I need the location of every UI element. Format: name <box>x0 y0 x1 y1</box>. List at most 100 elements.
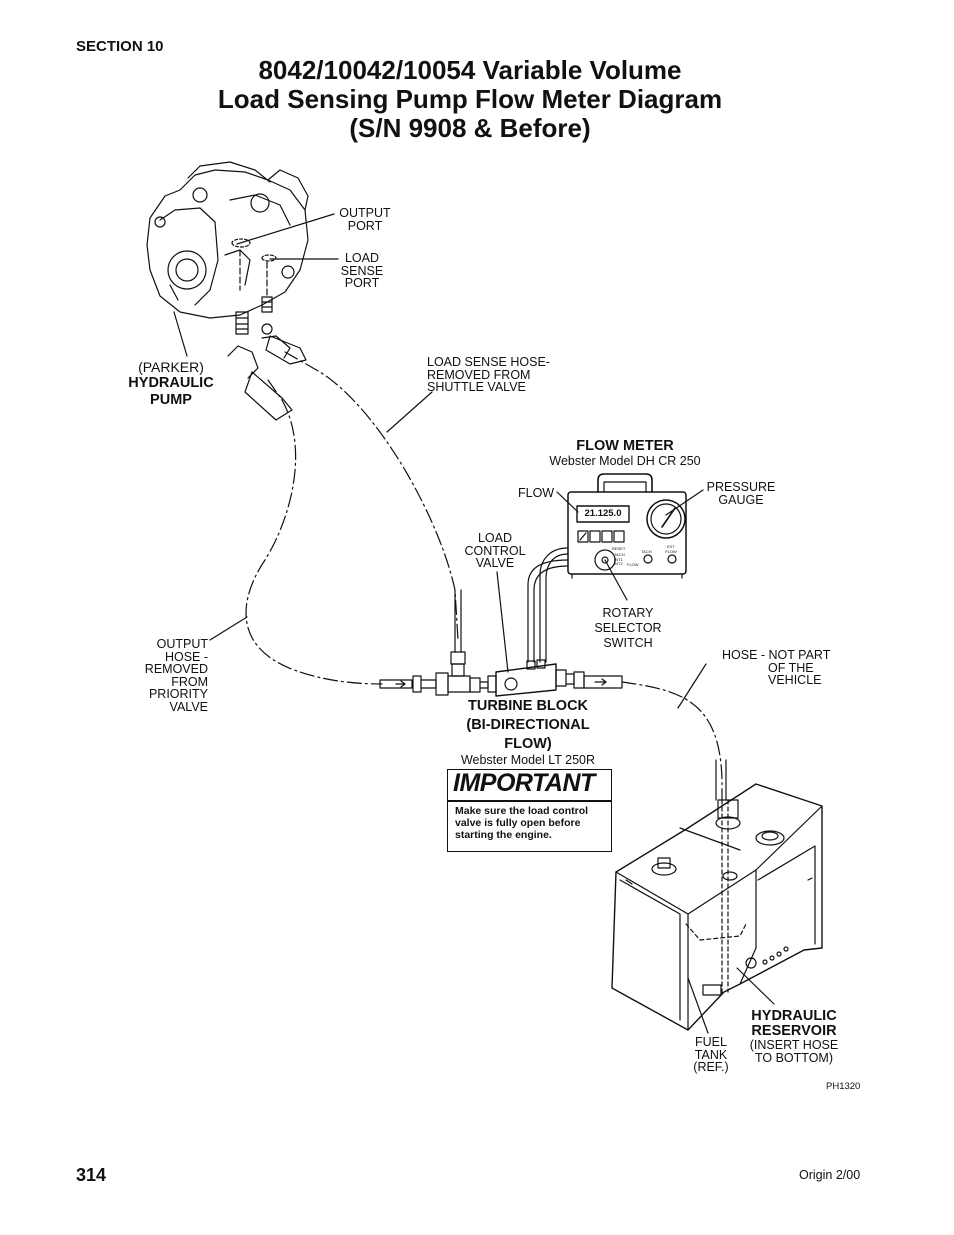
load-sense-port-line-3: PORT <box>344 276 380 290</box>
important-text-line-3: starting the engine. <box>455 828 552 841</box>
turbine-block-label: TURBINE BLOCK (BI-DIRECTIONAL FLOW) Webs… <box>438 697 618 767</box>
load-sense-port-line-1: LOAD <box>344 251 380 265</box>
meter-tach-text: TACH <box>641 549 652 554</box>
flow-meter-label: FLOW METER Webster Model DH CR 250 <box>530 438 720 468</box>
title-line-3: (S/N 9908 & Before) <box>349 113 591 143</box>
hose-not-part-line-3: VEHICLE <box>768 673 822 687</box>
reservoir-leader <box>736 967 775 1005</box>
important-title: IMPORTANT <box>453 769 595 797</box>
rotary-selector-line-2: SELECTOR <box>594 621 662 635</box>
pressure-gauge-label: PRESSURE GAUGE <box>700 481 782 506</box>
rotary-selector-line-3: SWITCH <box>603 636 653 650</box>
output-hose-label: OUTPUT HOSE - REMOVED FROM PRIORITY VALV… <box>120 638 208 713</box>
output-hose-line-6: VALVE <box>169 699 208 714</box>
turbine-block-line-1: TURBINE BLOCK <box>467 698 589 714</box>
turbine-block-line-3: FLOW) <box>504 736 552 752</box>
reservoir-line-1: HYDRAULIC <box>751 1008 837 1024</box>
meter-flow-opt: FLOW <box>627 562 639 567</box>
fuel-tank-leader <box>687 977 709 1034</box>
output-hose-line-5: PRIORITY <box>148 687 208 701</box>
hydraulic-reservoir-label: HYDRAULIC RESERVOIR (INSERT HOSE TO BOTT… <box>742 1009 846 1064</box>
ext-flow-line-2: FLOW <box>665 548 677 554</box>
load-sense-hose-line-1: LOAD SENSE HOSE- <box>427 355 550 369</box>
ref-code: PH1320 <box>826 1081 861 1092</box>
title-line-1: 8042/10042/10054 Variable Volume <box>258 55 682 85</box>
meter-display: 21.125.0 <box>584 508 622 519</box>
fuel-tank-line-2: TANK <box>694 1047 728 1062</box>
load-sense-hose-label: LOAD SENSE HOSE- REMOVED FROM SHUTTLE VA… <box>427 356 550 394</box>
output-hose-line-2: HOSE - <box>164 649 208 664</box>
ext-flow-line-1: EXT <box>667 544 675 549</box>
flow-label: FLOW <box>518 486 555 500</box>
pump-name-line-1: HYDRAULIC <box>128 375 214 391</box>
pressure-gauge-line-2: GAUGE <box>718 492 764 507</box>
output-port-leader <box>236 213 335 245</box>
pump-leader <box>173 311 188 357</box>
fuel-tank-line-1: FUEL <box>695 1035 727 1049</box>
output-hose-line <box>245 379 383 685</box>
pressure-gauge-leader <box>665 489 704 516</box>
reservoir-hose-line <box>621 681 723 801</box>
output-hose-end <box>244 371 293 421</box>
hose-not-part-leader <box>677 663 707 709</box>
hydraulic-pump-label: (PARKER) HYDRAULIC PUMP <box>121 359 221 409</box>
load-sense-hose-line-3: SHUTTLE VALVE <box>427 380 526 394</box>
section-label: SECTION 10 <box>76 38 164 55</box>
load-sense-hose-leader <box>386 391 433 433</box>
important-box <box>447 769 612 852</box>
turbine-block-line-2: (BI-DIRECTIONAL <box>466 717 590 733</box>
output-port-label: OUTPUT PORT <box>334 207 396 232</box>
rotary-selector-line-1: ROTARY <box>602 606 654 620</box>
hose-not-part-label: HOSE - NOT PART OF THE VEHICLE <box>722 649 830 687</box>
switch-opt-int2: INT2 <box>614 561 623 566</box>
reservoir-note-line-2: TO BOTTOM) <box>754 1050 833 1065</box>
origin-date: Origin 2/00 <box>799 1168 861 1182</box>
output-hose-line-3: REMOVED <box>144 662 208 676</box>
switch-opt-tach: TACH <box>614 552 625 557</box>
pump-fittings <box>227 249 291 379</box>
switch-opt-int1: INT1 <box>614 556 623 562</box>
hose-not-part-line-2: OF THE <box>768 660 814 675</box>
flow-meter-drawing <box>567 473 687 579</box>
rotary-switch-leader <box>604 559 628 601</box>
turbine-block-drawing <box>379 659 623 697</box>
output-port-line-2: PORT <box>347 218 383 233</box>
pressure-gauge-line-1: PRESSURE <box>706 480 776 494</box>
load-control-valve-label: LOAD CONTROL VALVE <box>460 532 530 570</box>
rotary-selector-label: ROTARY SELECTOR SWITCH <box>588 606 668 651</box>
load-sense-port-label: LOAD SENSE PORT <box>332 252 392 290</box>
output-port-line-1: OUTPUT <box>339 206 391 220</box>
turbine-model: Webster Model LT 250R <box>460 753 596 767</box>
important-text: Make sure the load control valve is full… <box>455 805 610 841</box>
output-hose-line-4: FROM <box>171 674 208 689</box>
load-control-valve-line-2: CONTROL <box>464 543 526 558</box>
hose-not-part-line-1: HOSE - NOT PART <box>722 648 831 662</box>
load-sense-port-line-2: SENSE <box>340 263 384 278</box>
load-control-valve-leader <box>496 571 509 673</box>
important-text-line-2: valve is fully open before <box>455 816 581 829</box>
flow-meter-model: Webster Model DH CR 250 <box>549 454 701 468</box>
important-divider <box>447 800 612 802</box>
load-sense-hose-end <box>265 335 307 365</box>
output-hose-leader <box>209 616 248 641</box>
page-title: 8042/10042/10054 Variable Volume Load Se… <box>120 56 820 143</box>
pump-parker-text: (PARKER) <box>138 359 204 375</box>
meter-ext-flow-text: EXT FLOW <box>660 544 682 554</box>
load-sense-hose-line <box>284 351 459 641</box>
page-number: 314 <box>76 1165 107 1185</box>
hydraulic-pump-drawing <box>146 161 309 319</box>
reservoir-drawing <box>611 783 823 1031</box>
pump-name-line-2: PUMP <box>150 392 192 408</box>
fuel-tank-label: FUEL TANK (REF.) <box>686 1036 736 1074</box>
title-line-2: Load Sensing Pump Flow Meter Diagram <box>217 84 723 114</box>
meter-reset-text: RESET <box>612 546 626 551</box>
load-control-valve-line-1: LOAD <box>477 531 513 545</box>
reservoir-note-line-1: (INSERT HOSE <box>749 1038 839 1052</box>
load-control-valve-line-3: VALVE <box>475 556 515 570</box>
important-text-line-1: Make sure the load control <box>455 805 589 817</box>
fuel-tank-line-3: (REF.) <box>693 1060 729 1074</box>
output-hose-line-1: OUTPUT <box>156 637 208 651</box>
load-sense-hose-line-2: REMOVED FROM <box>427 367 531 382</box>
flow-meter-title: FLOW METER <box>576 438 674 454</box>
